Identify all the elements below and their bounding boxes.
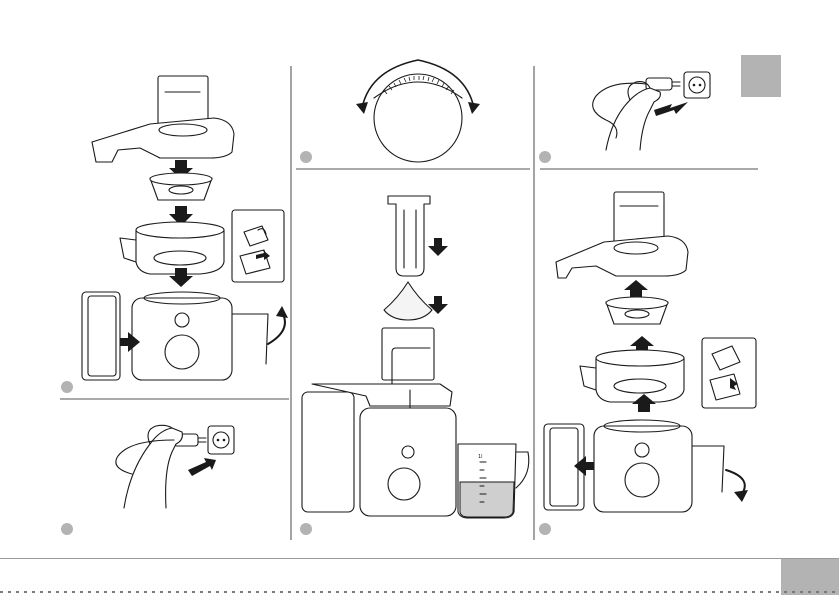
step-badge-insert-fruit [300, 523, 312, 535]
step-badge-assemble [61, 381, 73, 393]
socket-icon [684, 72, 710, 98]
step-badge-disassemble [539, 523, 551, 535]
step-badge-unplug [539, 151, 551, 163]
arrow-down-icon [428, 238, 448, 256]
plug-in-illustration [116, 425, 234, 508]
hand-icon [124, 425, 182, 508]
disassembly-illustration [544, 192, 756, 512]
jug-scale-label: 1l [478, 454, 483, 460]
assembly-illustration [82, 76, 288, 380]
juicing-illustration: 1l [302, 196, 529, 518]
curved-arrow-icon [726, 470, 748, 502]
unplug-illustration [593, 72, 710, 150]
knob-illustration [356, 60, 480, 162]
arrow-up-icon [624, 280, 648, 298]
arrow-right-icon [188, 458, 216, 476]
curved-arrow-icon [268, 306, 288, 344]
arrow-left-icon [654, 102, 688, 116]
step-badge-turn-knob [300, 151, 312, 163]
hand-icon [606, 82, 660, 150]
step-badge-plug-in [61, 523, 73, 535]
socket-icon [208, 426, 234, 454]
